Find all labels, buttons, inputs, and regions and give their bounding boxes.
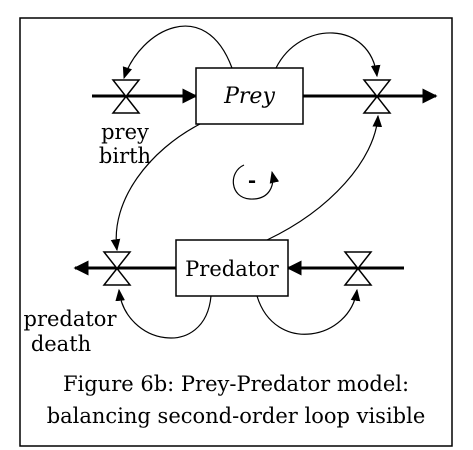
prey-stock-box xyxy=(195,67,304,125)
prey-birth-valve-icon xyxy=(111,79,141,114)
predator-to-death-connector xyxy=(115,288,212,339)
prey-to-birth-connector xyxy=(122,25,233,80)
predator-to-birth-connector xyxy=(256,288,361,335)
figure-caption-line1: Figure 6b: Prey-Predator model: xyxy=(62,372,410,396)
predator-death-valve-icon xyxy=(102,251,132,286)
prey-to-death-connector xyxy=(275,32,381,78)
loop-polarity-label: - xyxy=(248,168,256,192)
prey-birth-label-line1: prey xyxy=(101,120,149,144)
prey-to-predator-death-connector xyxy=(110,123,201,252)
figure-caption-line2: balancing second-order loop visible xyxy=(46,404,426,428)
predator-death-label-line1: predator xyxy=(24,307,118,331)
predator-birth-valve-icon xyxy=(343,251,373,286)
prey-birth-label-line2: birth xyxy=(99,144,151,168)
prey-death-valve-icon xyxy=(362,79,392,114)
predator-stock-box xyxy=(175,239,289,297)
figure-frame xyxy=(19,17,453,447)
predator-stock-label: Predator xyxy=(185,257,280,281)
prey-stock-label: Prey xyxy=(223,84,275,109)
predator-to-prey-death-connector xyxy=(266,114,383,241)
predator-death-label-line2: death xyxy=(31,332,91,356)
balancing-loop-arrow-icon xyxy=(232,164,280,200)
